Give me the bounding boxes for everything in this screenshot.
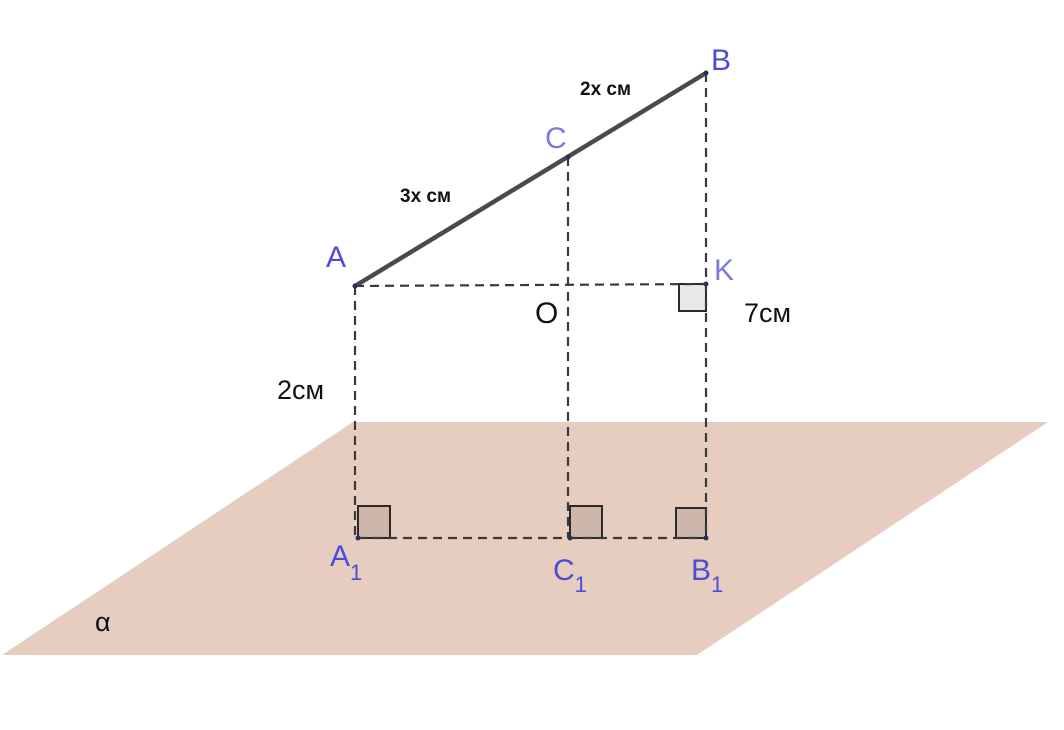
label-b: B — [711, 44, 731, 77]
plane-label-alpha: α — [95, 607, 111, 637]
point-a1-dot — [355, 535, 361, 541]
right-angle-marker-b1 — [675, 507, 707, 539]
label-k: K — [714, 254, 734, 287]
segment-ab — [352, 70, 709, 289]
segment-ak — [354, 282, 707, 288]
length-ac: 3x см — [400, 186, 451, 207]
label-c1-sub: 1 — [575, 572, 587, 597]
label-c: C — [545, 122, 567, 155]
label-a1-main: A — [330, 540, 350, 573]
point-k-dot — [703, 281, 709, 287]
label-a1-sub: 1 — [350, 560, 362, 585]
label-a1: A1 — [330, 540, 362, 585]
point-c-dot — [565, 154, 571, 160]
right-angle-marker-a1 — [357, 505, 391, 539]
length-cb: 2x см — [580, 79, 631, 100]
right-angle-marker-k — [678, 283, 707, 312]
right-angle-marker-c1 — [569, 505, 603, 539]
label-c1-main: C — [553, 554, 575, 587]
label-b1-main: B — [691, 554, 711, 587]
length-bb1: 7см — [744, 298, 791, 328]
point-b-dot — [703, 70, 709, 76]
label-b1-sub: 1 — [711, 572, 723, 597]
point-c1-dot — [567, 535, 573, 541]
label-c1: C1 — [553, 554, 587, 597]
label-o: O — [535, 297, 558, 330]
label-a: A — [326, 241, 346, 274]
point-b1-dot — [703, 535, 709, 541]
point-a-dot — [352, 283, 358, 289]
length-aa1: 2см — [277, 375, 324, 405]
label-b1: B1 — [691, 554, 723, 597]
